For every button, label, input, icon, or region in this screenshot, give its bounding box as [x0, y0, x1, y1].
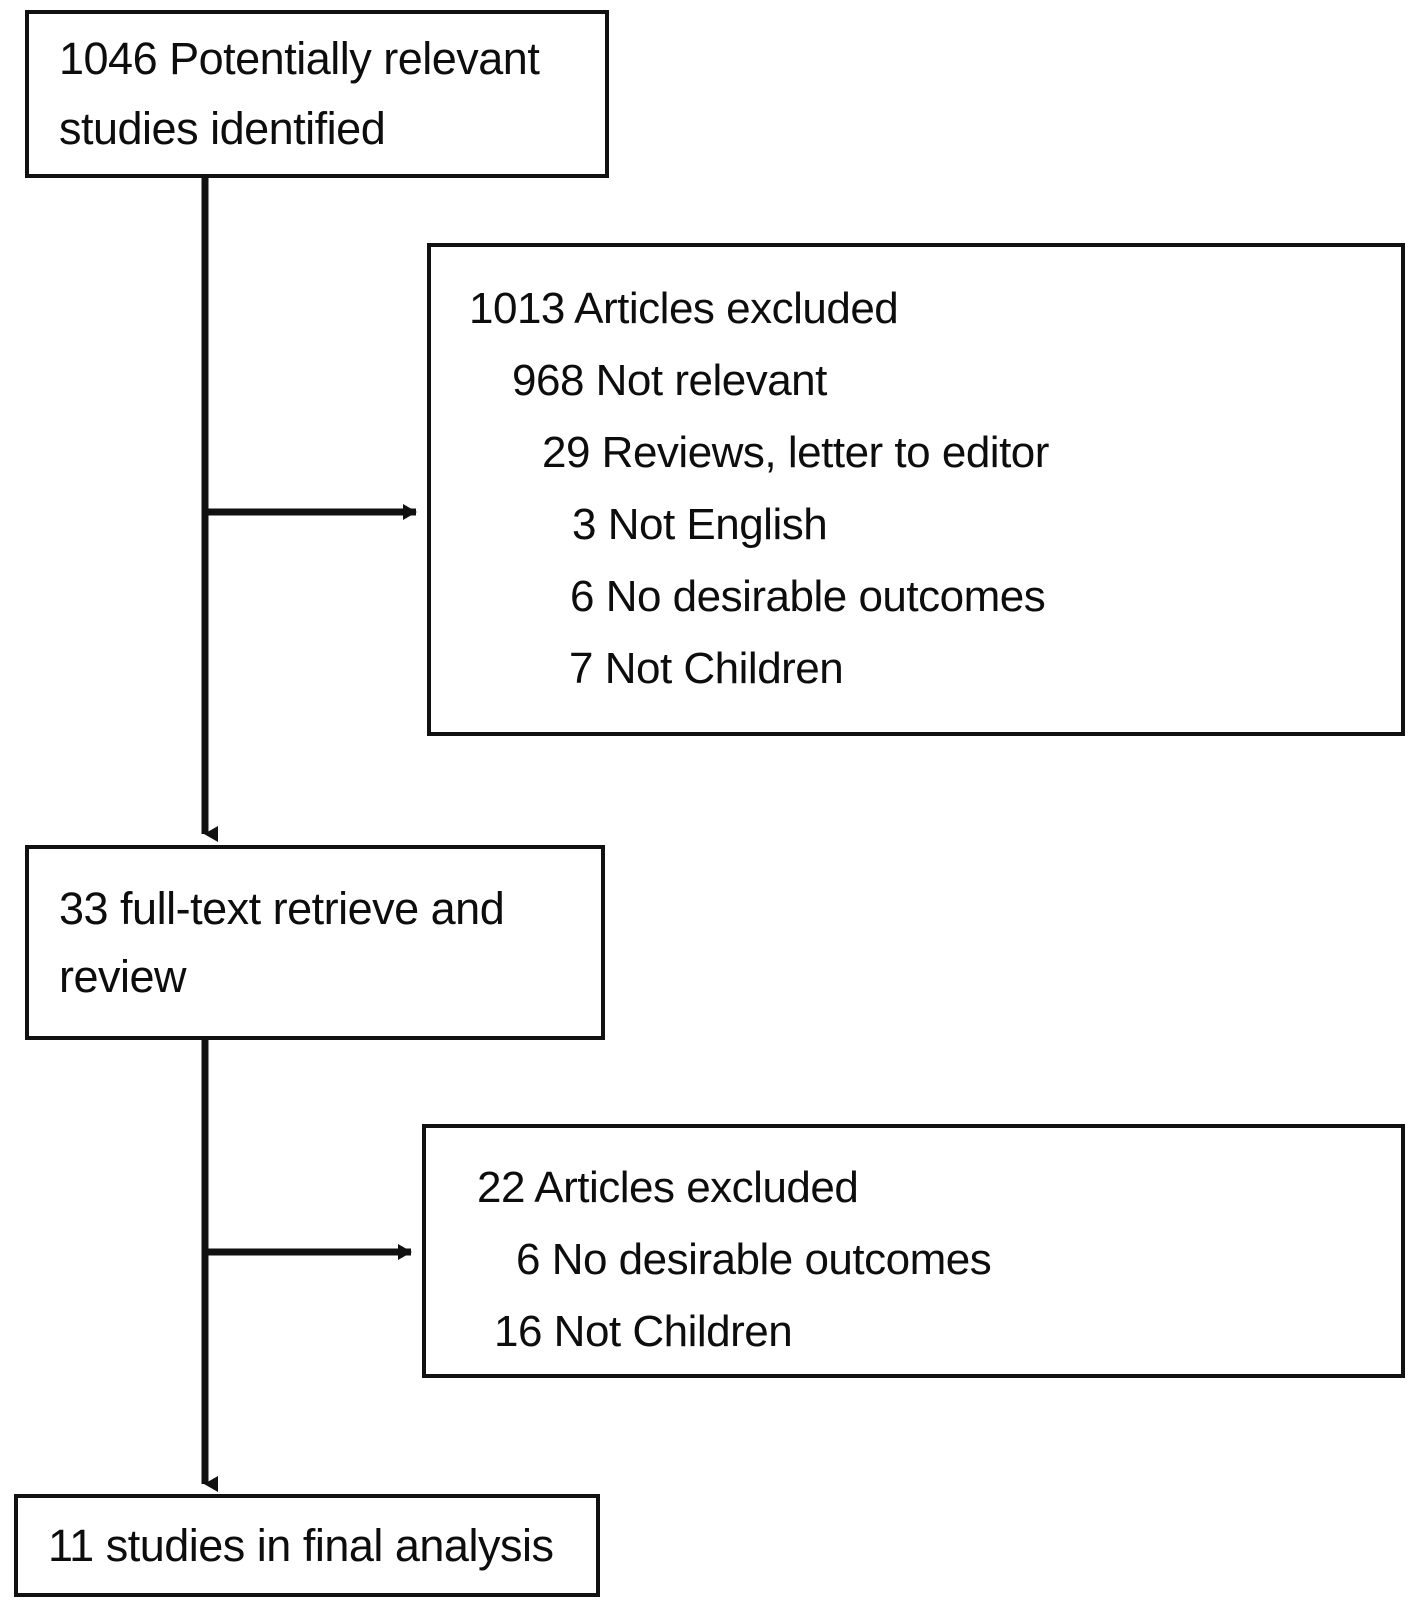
excluded-1-reason-3: 3 Not English	[572, 500, 828, 549]
excluded-1-reason-2: 29 Reviews, letter to editor	[542, 428, 1049, 477]
node-source-line-2: studies identified	[59, 103, 386, 154]
excluded-2-reason-1: 6 No desirable outcomes	[516, 1235, 992, 1284]
node-full-text-retrieved: 33 full-text retrieve and review	[25, 845, 605, 1040]
node-articles-excluded-fulltext: 22 Articles excluded 6 No desirable outc…	[422, 1124, 1405, 1378]
excluded-2-heading: 22 Articles excluded	[477, 1163, 859, 1212]
excluded-1-heading: 1013 Articles excluded	[469, 284, 899, 333]
node-final-line-1: 11 studies in final analysis	[48, 1519, 554, 1571]
node-potentially-relevant-studies: 1046 Potentially relevant studies identi…	[25, 10, 609, 178]
node-articles-excluded-screening: 1013 Articles excluded 968 Not relevant …	[427, 243, 1405, 736]
excluded-1-reason-5: 7 Not Children	[569, 644, 844, 693]
node-studies-in-final-analysis: 11 studies in final analysis	[14, 1494, 600, 1597]
excluded-2-reason-2: 16 Not Children	[494, 1307, 793, 1356]
node-fulltext-line-2: review	[59, 950, 187, 1002]
node-source-line-1: 1046 Potentially relevant	[59, 33, 540, 84]
node-fulltext-line-1: 33 full-text retrieve and	[59, 882, 505, 934]
excluded-1-reason-1: 968 Not relevant	[512, 356, 827, 405]
excluded-1-reason-4: 6 No desirable outcomes	[570, 572, 1046, 621]
